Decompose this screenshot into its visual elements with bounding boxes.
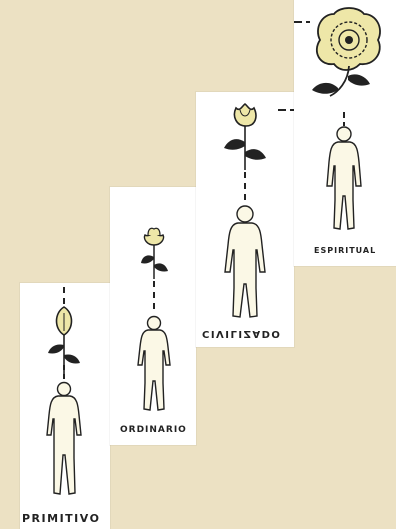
- stage-card-espiritual: ESPIRITUAL: [294, 0, 396, 266]
- civilizado-drawing: [196, 92, 294, 347]
- espiritual-drawing: [294, 0, 396, 266]
- stage-label-espiritual: ESPIRITUAL: [314, 246, 376, 255]
- human-figure-icon: [47, 383, 81, 495]
- primitivo-drawing: [20, 283, 110, 529]
- human-figure-icon: [138, 317, 170, 411]
- stage-label-primitivo: PRIMITIVO: [22, 512, 100, 525]
- bud-icon: [48, 307, 80, 375]
- human-figure-icon: [327, 127, 361, 229]
- stage-card-ordinario: ORDINARIO: [110, 187, 196, 445]
- stage-label-ordinario: ORDINARIO: [120, 425, 187, 435]
- human-figure-icon: [225, 206, 265, 317]
- flower-icon: [224, 104, 266, 170]
- stage-card-primitivo: PRIMITIVO: [20, 283, 110, 529]
- stage-card-civilizado: CIVILIZADO: [196, 92, 294, 347]
- small-flower-icon: [141, 228, 168, 279]
- ordinario-drawing: [110, 187, 196, 445]
- stage-label-civilizado: CIVILIZADO: [202, 328, 281, 339]
- full-flower-icon: [312, 8, 380, 96]
